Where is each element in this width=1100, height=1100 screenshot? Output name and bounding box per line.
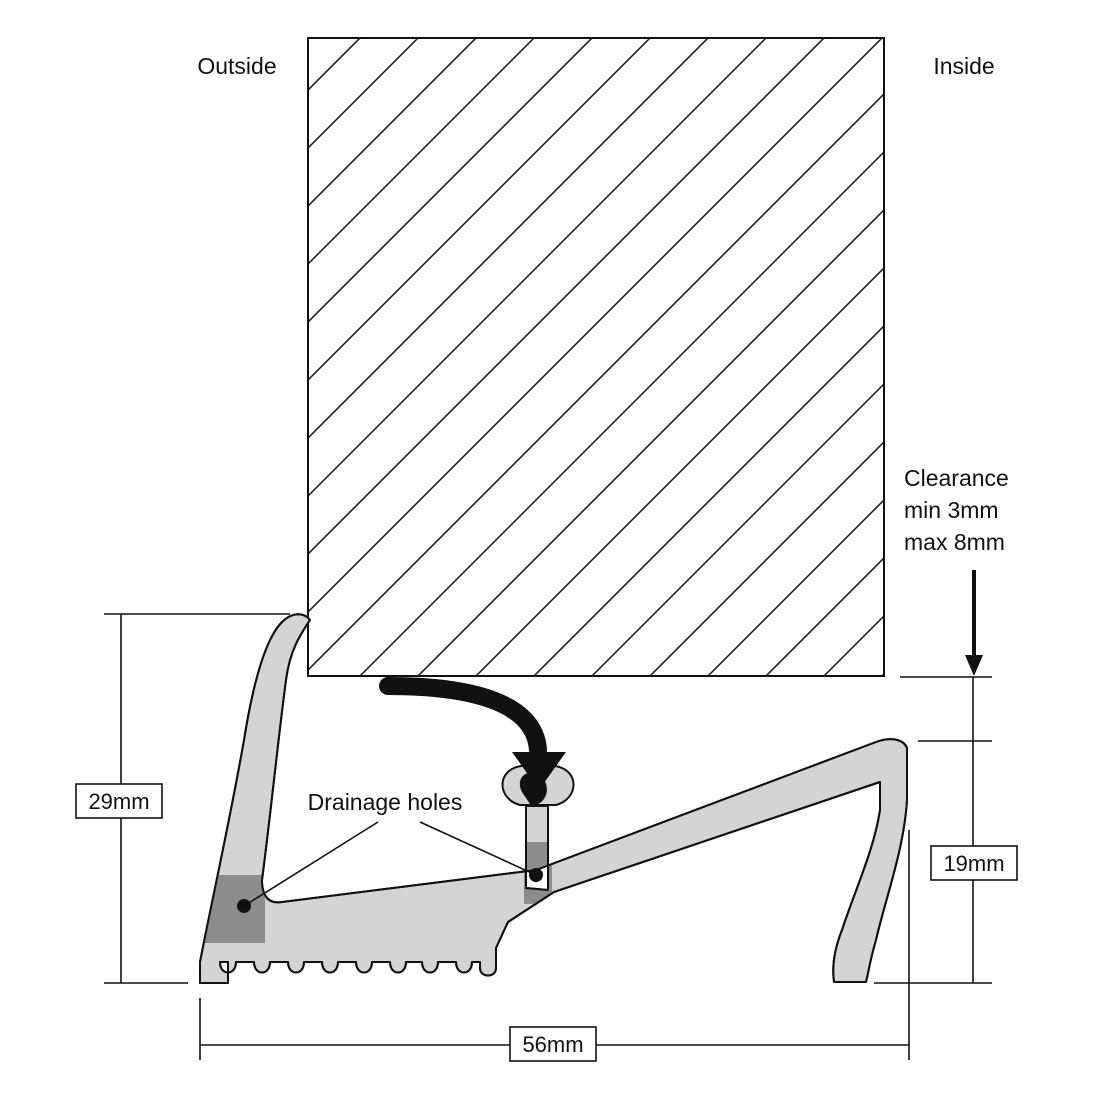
clearance-arrow-head (965, 655, 983, 676)
dimension-56mm: 56mm (199, 830, 910, 1062)
hatch-line (308, 38, 768, 498)
weather-seal (379, 677, 575, 806)
hatch-line (308, 38, 420, 150)
hatch-line (308, 38, 652, 382)
hatch-line (880, 672, 884, 676)
dimension-56mm-label: 56mm (522, 1032, 583, 1057)
hatch-line (474, 266, 884, 676)
seal-arrow (379, 677, 547, 759)
seal-arrow-head (512, 752, 566, 790)
dimension-29mm: 29mm (75, 613, 290, 984)
door-hatching (0, 0, 884, 700)
hatch-line (358, 150, 884, 676)
hatch-line (308, 38, 710, 440)
clearance-line-1: Clearance (904, 465, 1009, 491)
clearance-line-3: max 8mm (904, 529, 1005, 555)
dimension-19mm-label: 19mm (943, 851, 1004, 876)
hatch-line (706, 498, 884, 676)
clearance-note: Clearance min 3mm max 8mm (904, 465, 1009, 676)
leader-line-left (243, 821, 379, 907)
hatch-line (308, 92, 884, 672)
outside-label: Outside (197, 53, 276, 79)
hatch-line (308, 38, 478, 208)
leader-line-right (419, 821, 537, 876)
hatch-line (308, 38, 536, 266)
hatch-line (532, 324, 884, 676)
hatch-line (416, 208, 884, 676)
door-leaf (0, 0, 885, 700)
hatch-line (764, 556, 884, 676)
hatch-line (822, 614, 884, 676)
inside-label: Inside (933, 53, 994, 79)
hatch-line (308, 38, 826, 556)
hatch-line (590, 382, 884, 676)
clearance-line-2: min 3mm (904, 497, 999, 523)
hatch-line (648, 440, 884, 676)
drainage-holes: Drainage holes (237, 789, 543, 913)
hatch-line (0, 0, 340, 700)
hatch-line (308, 38, 594, 324)
hatch-line (308, 38, 884, 614)
drainage-holes-label: Drainage holes (308, 789, 463, 815)
dimension-29mm-label: 29mm (88, 789, 149, 814)
dimension-19mm: 19mm (874, 676, 1018, 984)
